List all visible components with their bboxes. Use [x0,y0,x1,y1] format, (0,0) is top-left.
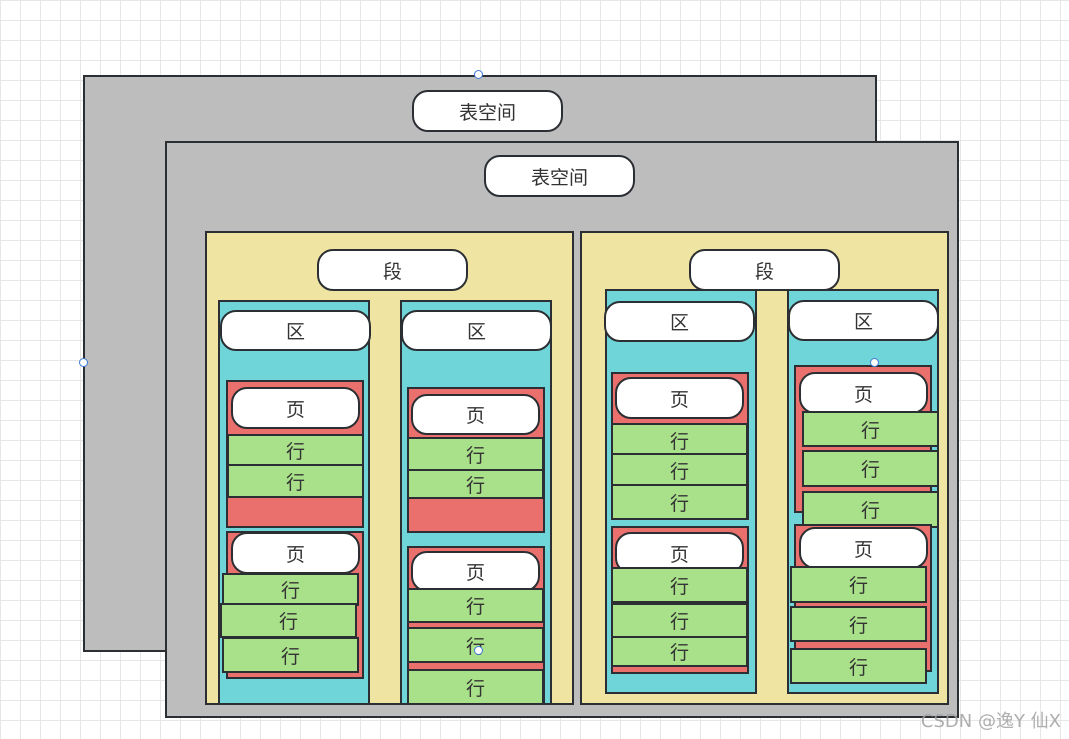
selection-handle-top[interactable] [474,70,483,79]
row: 行 [407,437,544,472]
row: 行 [407,588,544,623]
row: 行 [611,567,748,603]
extent-3-label: 区 [604,301,755,342]
page-e1-1-label: 页 [231,387,360,429]
segment-left-label: 段 [317,249,468,291]
tablespace-front-label: 表空间 [484,155,635,197]
row: 行 [407,627,544,663]
page-e1-2-label: 页 [231,532,360,574]
extent-4-label: 区 [788,300,939,341]
row: 行 [611,484,748,520]
page-e2-2-label: 页 [411,551,540,592]
page-e4-1-label: 页 [799,372,928,414]
row: 行 [222,573,359,606]
row: 行 [790,648,927,684]
row: 行 [611,636,748,667]
selection-handle-right-inner[interactable] [870,358,879,367]
page-e2-1-label: 页 [411,394,540,435]
page-e4-2-label: 页 [799,527,928,569]
extent-2-label: 区 [401,310,552,351]
row: 行 [802,411,939,447]
row: 行 [407,669,544,705]
row: 行 [222,637,359,673]
watermark: CSDN @逸Y 仙X [920,711,1061,732]
extent-1-label: 区 [220,310,371,351]
row: 行 [802,491,939,528]
selection-handle-bottom-inner[interactable] [474,646,483,655]
row: 行 [611,423,748,457]
row: 行 [227,464,364,498]
segment-right-label: 段 [689,249,840,291]
page-e3-1-label: 页 [615,377,744,419]
row: 行 [802,450,939,487]
row: 行 [611,453,748,487]
row: 行 [790,566,927,603]
row: 行 [227,434,364,467]
row: 行 [407,469,544,499]
row: 行 [611,603,748,638]
row: 行 [790,606,927,642]
selection-handle-left[interactable] [79,358,88,367]
tablespace-back-label: 表空间 [412,90,563,132]
row: 行 [220,603,357,638]
